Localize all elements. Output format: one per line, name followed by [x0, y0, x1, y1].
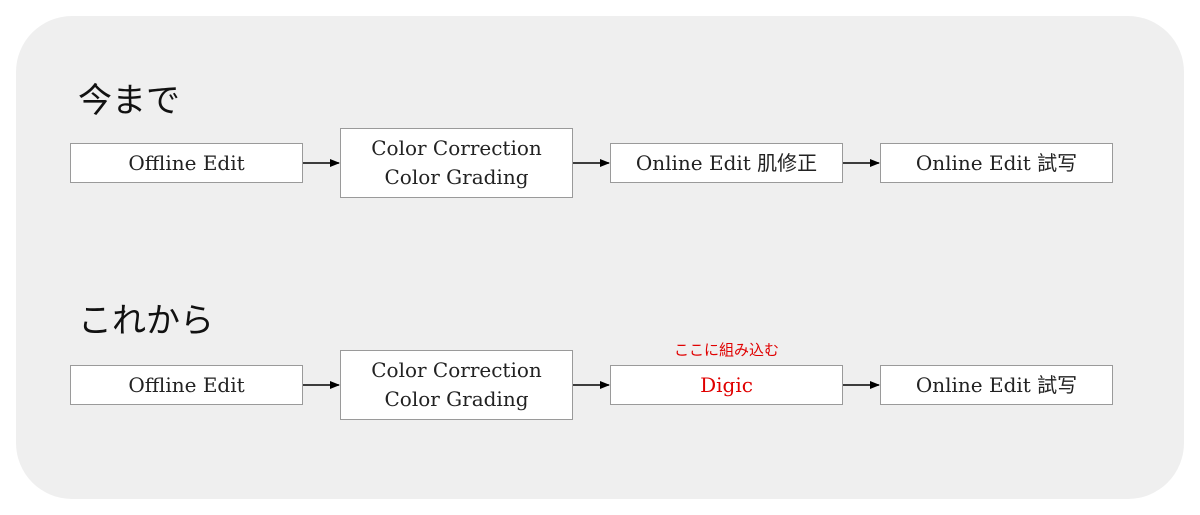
after-step-color-correction: Color Correction Color Grading: [340, 350, 573, 420]
before-step-online-edit-preview-label: Online Edit 試写: [915, 150, 1078, 175]
before-heading: 今まで: [78, 81, 180, 121]
before-step-color-correction: Color Correction Color Grading: [340, 128, 573, 198]
after-step-color-correction-line2: Color Grading: [384, 387, 529, 411]
before-step-online-edit-skin-label: Online Edit 肌修正: [635, 150, 818, 175]
after-step-offline-edit: Offline Edit: [70, 365, 303, 405]
after-step-online-edit-preview-label: Online Edit 試写: [915, 372, 1078, 397]
before-step-color-correction-line1: Color Correction: [371, 136, 542, 160]
before-step-offline-edit: Offline Edit: [70, 143, 303, 183]
before-step-offline-edit-label: Offline Edit: [128, 150, 245, 175]
after-step-digic: Digic: [610, 365, 843, 405]
before-step-online-edit-preview: Online Edit 試写: [880, 143, 1113, 183]
after-step-digic-note: ここに組み込む: [673, 341, 779, 359]
after-step-online-edit-preview: Online Edit 試写: [880, 365, 1113, 405]
after-step-offline-edit-label: Offline Edit: [128, 372, 245, 397]
before-step-online-edit-skin: Online Edit 肌修正: [610, 143, 843, 183]
after-step-digic-label: Digic: [700, 372, 753, 397]
diagram-panel: [16, 16, 1184, 499]
after-step-color-correction-line1: Color Correction: [371, 358, 542, 382]
before-step-color-correction-line2: Color Grading: [384, 165, 529, 189]
after-heading: これから: [78, 301, 214, 341]
